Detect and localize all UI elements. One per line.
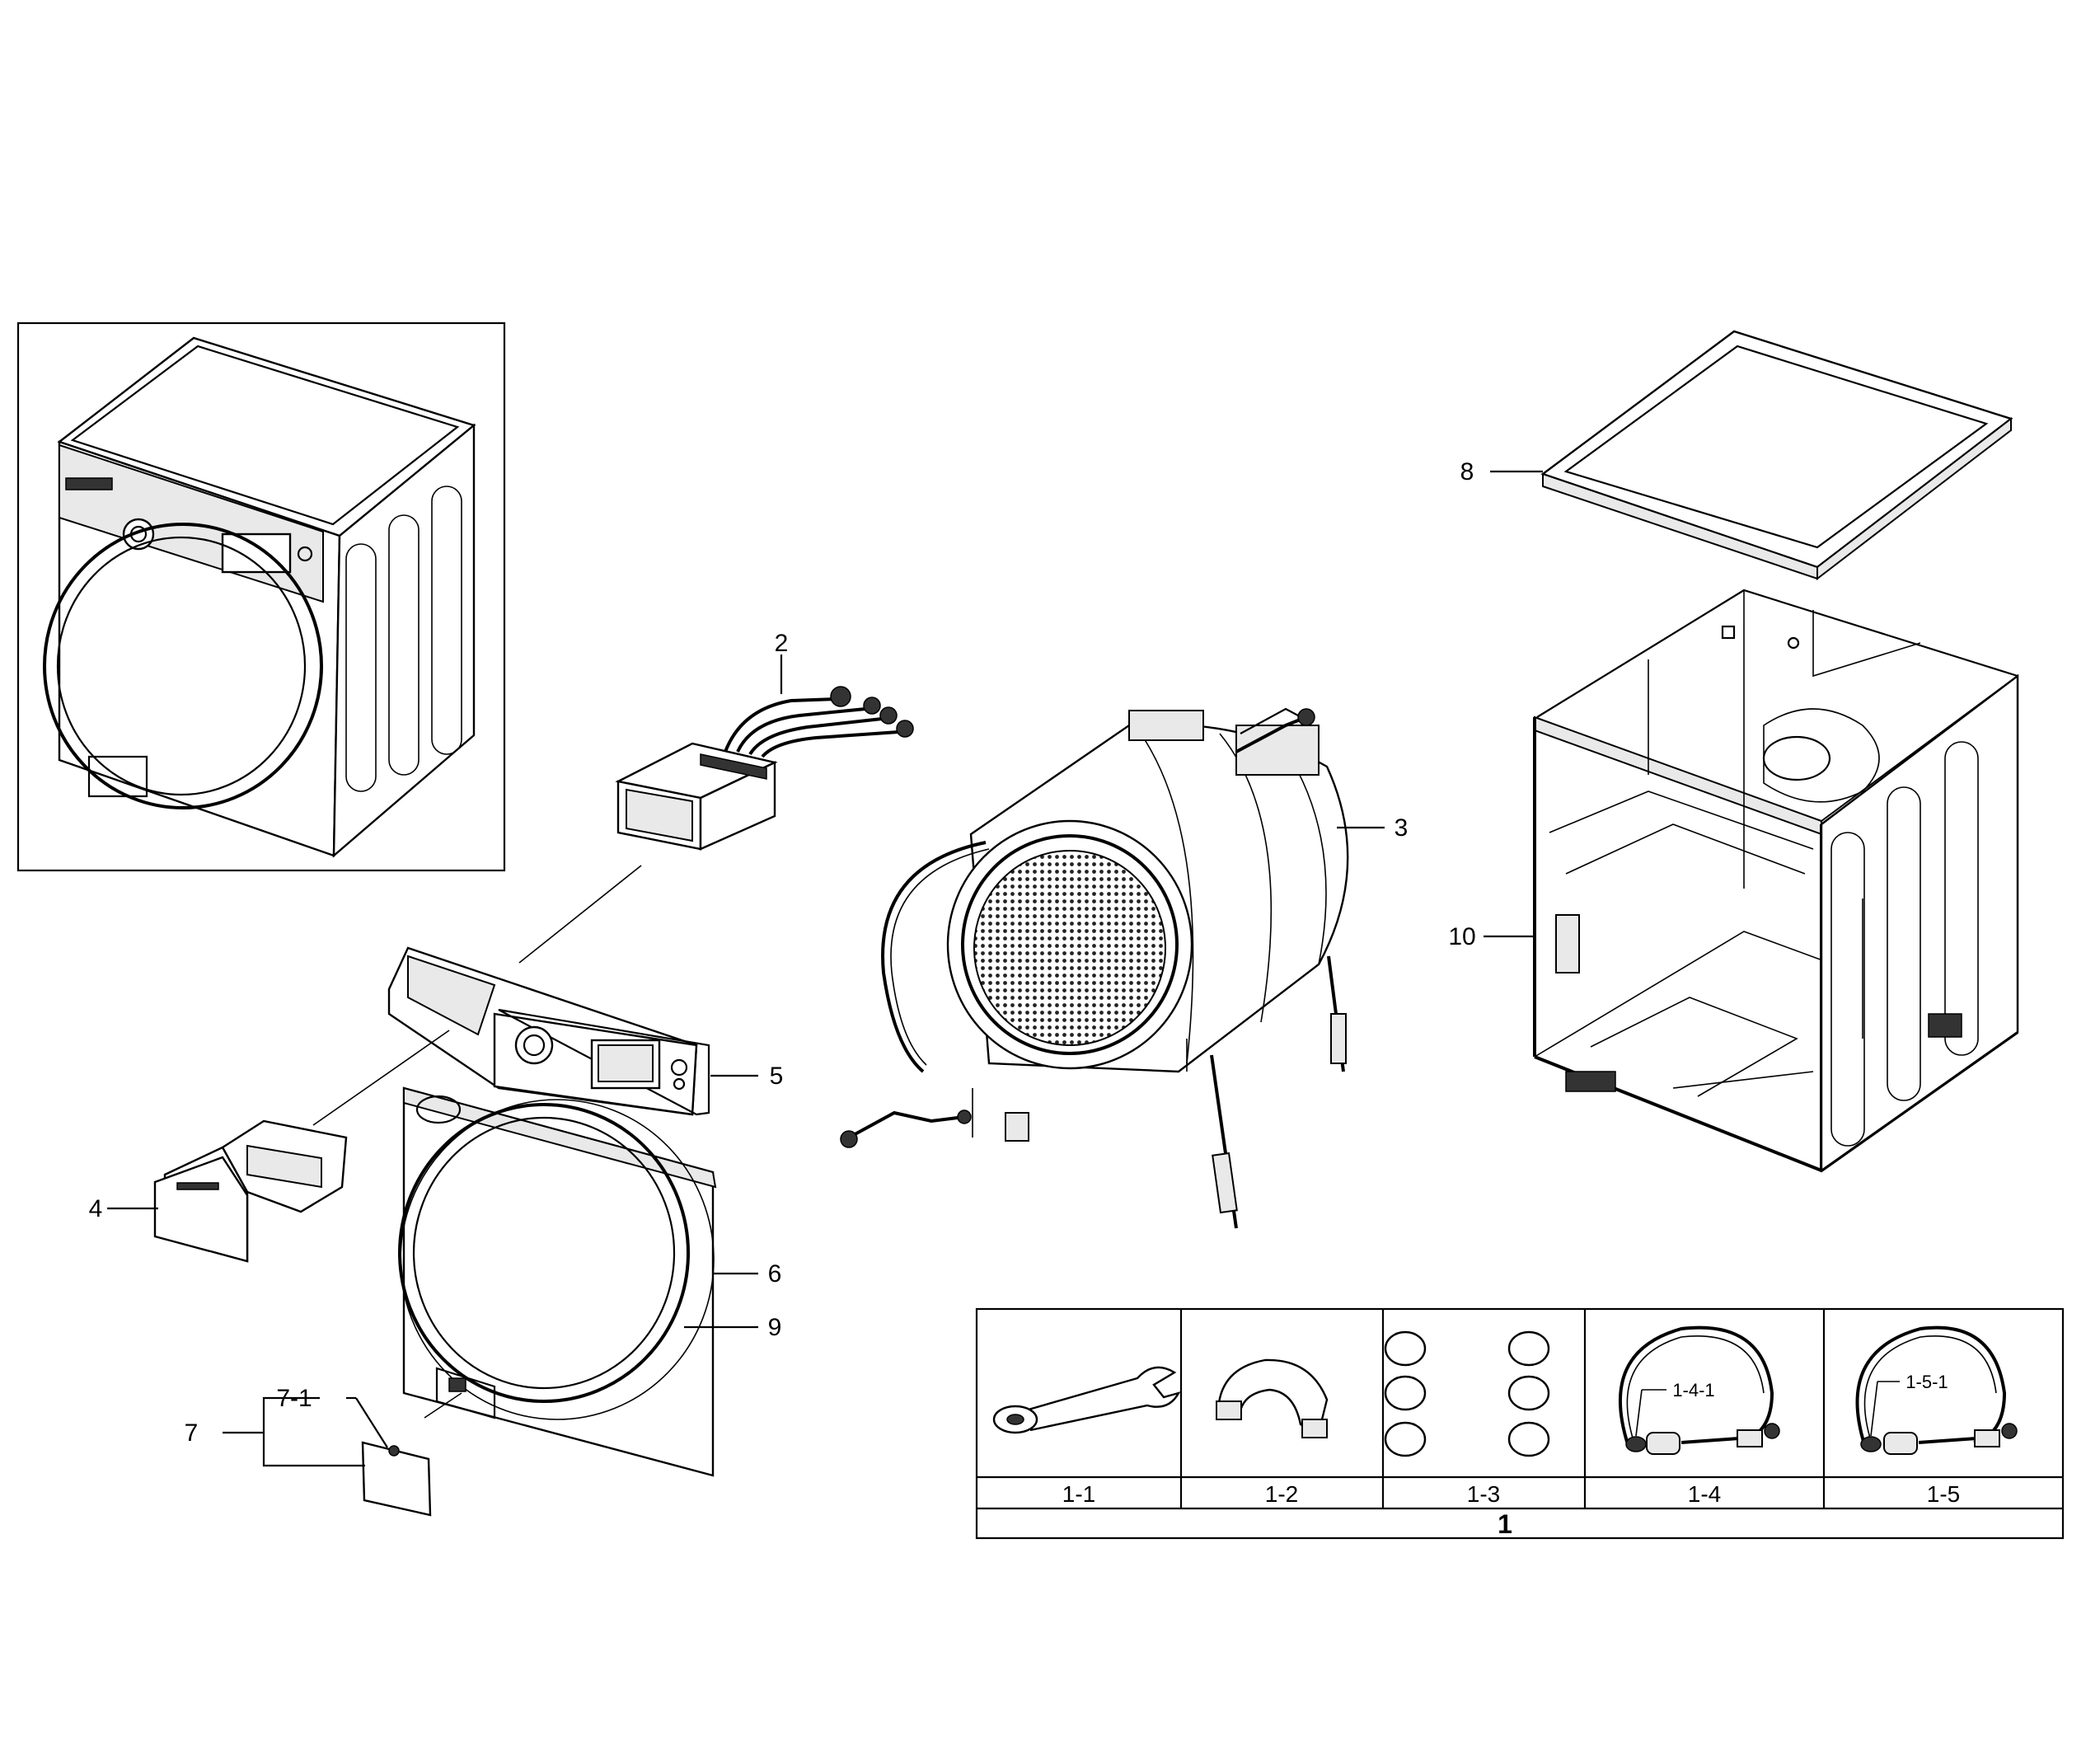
accessory-table: 1-4-1 1-5-1 1-1 1-2 1-3 1-4 1-5 1 — [975, 1307, 2065, 1540]
accessory-1-3-caps — [1384, 1330, 1550, 1457]
callout-7: 7 — [185, 1419, 199, 1447]
table-column-1-4: 1-4 — [1688, 1481, 1721, 1507]
callout-5: 5 — [770, 1063, 784, 1090]
callout-1-5-1: 1-5-1 — [1905, 1372, 1948, 1392]
callout-10: 10 — [1448, 923, 1475, 950]
assembled-washer-inset — [16, 321, 506, 872]
assembly-line-2-5 — [518, 865, 642, 964]
part-6-front-panel — [398, 1086, 717, 1477]
accessory-1-4-hose — [1618, 1325, 1780, 1455]
part-3-tub-assembly — [840, 707, 1349, 1229]
callout-4: 4 — [89, 1195, 103, 1222]
table-column-1-1: 1-1 — [1062, 1481, 1095, 1507]
callout-7-1: 7-1 — [276, 1385, 312, 1412]
part-7-filter-cover — [361, 1441, 432, 1517]
part-10-cabinet — [1533, 589, 2019, 1173]
table-column-1-3: 1-3 — [1467, 1481, 1500, 1507]
callout-1-4-1: 1-4-1 — [1672, 1380, 1714, 1400]
part-5-control-panel — [387, 946, 710, 1116]
callout-8: 8 — [1460, 458, 1474, 486]
leader-7-1 — [355, 1397, 388, 1448]
callout-3: 3 — [1395, 814, 1409, 842]
part-8-top-cover — [1540, 330, 2013, 581]
assembly-line-6-7 — [424, 1392, 462, 1419]
assembly-line-5-4 — [312, 1030, 450, 1126]
part-4-detergent-drawer — [153, 1119, 348, 1263]
callout-6: 6 — [768, 1260, 782, 1288]
part-2-detergent-housing — [615, 686, 914, 851]
accessory-1-1-wrench — [992, 1366, 1181, 1434]
accessory-1-5-hose — [1855, 1325, 2018, 1455]
callout-2: 2 — [775, 630, 789, 657]
table-column-1-2: 1-2 — [1265, 1481, 1298, 1507]
table-total-label: 1 — [1498, 1509, 1512, 1539]
callout-9: 9 — [768, 1314, 782, 1341]
table-column-1-5: 1-5 — [1927, 1481, 1960, 1507]
accessory-1-2-hose-guide — [1216, 1358, 1329, 1438]
